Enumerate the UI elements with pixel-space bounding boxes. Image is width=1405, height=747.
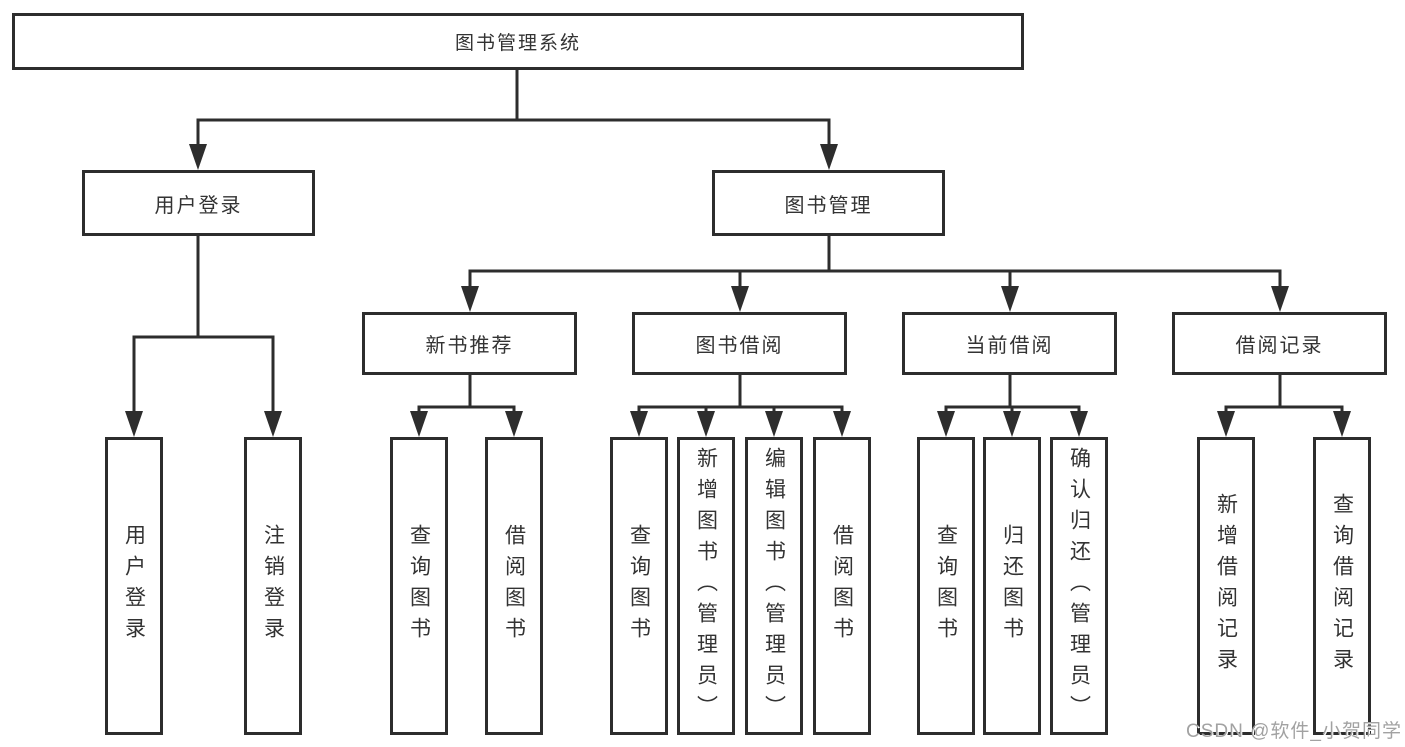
connector-newbook-children [417, 373, 516, 416]
leaf-query-books-3-label: 查询图书 [934, 524, 958, 648]
arrowhead-icon [505, 411, 523, 437]
leaf-query-books-2: 查询图书 [610, 437, 668, 735]
leaf-query-borrow-record: 查询借阅记录 [1313, 437, 1371, 735]
node-book-management-label: 图书管理 [784, 194, 873, 217]
arrowhead-icon [820, 144, 838, 170]
arrowhead-icon [630, 411, 648, 437]
node-current-borrow-label: 当前借阅 [965, 335, 1054, 357]
node-current-borrow: 当前借阅 [902, 312, 1117, 375]
leaf-borrow-books-1-label: 借阅图书 [502, 524, 526, 648]
arrowhead-icon [1070, 411, 1088, 437]
leaf-edit-books-admin: 编辑图书（管理员） [745, 437, 803, 735]
leaf-logout-label: 注销登录 [261, 524, 285, 648]
arrowhead-icon [937, 411, 955, 437]
arrowhead-icon [765, 411, 783, 437]
arrowhead-icon [410, 411, 428, 437]
arrowhead-icon [1333, 411, 1351, 437]
arrowhead-icon [833, 411, 851, 437]
node-new-book-recommend-label: 新书推荐 [425, 335, 514, 357]
leaf-add-books-admin: 新增图书（管理员） [677, 437, 735, 735]
node-book-management: 图书管理 [712, 170, 945, 236]
leaf-return-books: 归还图书 [983, 437, 1041, 735]
arrowhead-icon [125, 411, 143, 437]
connector-login-children [132, 234, 275, 415]
leaf-return-books-label: 归还图书 [1000, 524, 1024, 648]
node-root: 图书管理系统 [12, 13, 1024, 70]
connector-borrow-children [637, 373, 844, 416]
leaf-user-login-label: 用户登录 [122, 524, 146, 648]
arrowheads [125, 144, 1351, 437]
arrowhead-icon [1003, 411, 1021, 437]
leaf-add-borrow-record: 新增借阅记录 [1197, 437, 1255, 735]
leaf-query-books-1-label: 查询图书 [407, 524, 431, 648]
node-user-login: 用户登录 [82, 170, 315, 236]
leaf-query-books-2-label: 查询图书 [627, 524, 651, 648]
leaf-borrow-books-2-label: 借阅图书 [830, 524, 854, 648]
leaf-user-login: 用户登录 [105, 437, 163, 735]
node-root-label: 图书管理系统 [454, 33, 581, 54]
leaf-query-borrow-record-label: 查询借阅记录 [1330, 493, 1354, 679]
connector-records-children [1224, 373, 1344, 416]
arrowhead-icon [1001, 286, 1019, 312]
leaf-borrow-books-1: 借阅图书 [485, 437, 543, 735]
node-borrow-records-label: 借阅记录 [1235, 335, 1324, 357]
node-new-book-recommend: 新书推荐 [362, 312, 577, 375]
node-book-borrow-label: 图书借阅 [695, 335, 784, 357]
csdn-watermark: CSDN @软件_小贺同学 [1186, 721, 1402, 742]
arrowhead-icon [461, 286, 479, 312]
arrowhead-icon [264, 411, 282, 437]
node-book-borrow: 图书借阅 [632, 312, 847, 375]
leaf-confirm-return-admin-label: 确认归还（管理员） [1067, 446, 1091, 726]
arrowhead-icon [731, 286, 749, 312]
leaf-borrow-books-2: 借阅图书 [813, 437, 871, 735]
leaf-add-books-admin-label: 新增图书（管理员） [694, 446, 718, 726]
arrowhead-icon [697, 411, 715, 437]
arrowhead-icon [189, 144, 207, 170]
leaf-edit-books-admin-label: 编辑图书（管理员） [762, 446, 786, 726]
connector-current-children [944, 373, 1081, 416]
node-borrow-records: 借阅记录 [1172, 312, 1387, 375]
connector-root-to-level2 [196, 67, 831, 148]
node-user-login-label: 用户登录 [154, 194, 243, 217]
arrowhead-icon [1217, 411, 1235, 437]
connector-mgmt-level3 [468, 234, 1282, 290]
arrowhead-icon [1271, 286, 1289, 312]
leaf-confirm-return-admin: 确认归还（管理员） [1050, 437, 1108, 735]
leaf-query-books-3: 查询图书 [917, 437, 975, 735]
leaf-logout: 注销登录 [244, 437, 302, 735]
leaf-query-books-1: 查询图书 [390, 437, 448, 735]
leaf-add-borrow-record-label: 新增借阅记录 [1214, 493, 1238, 679]
